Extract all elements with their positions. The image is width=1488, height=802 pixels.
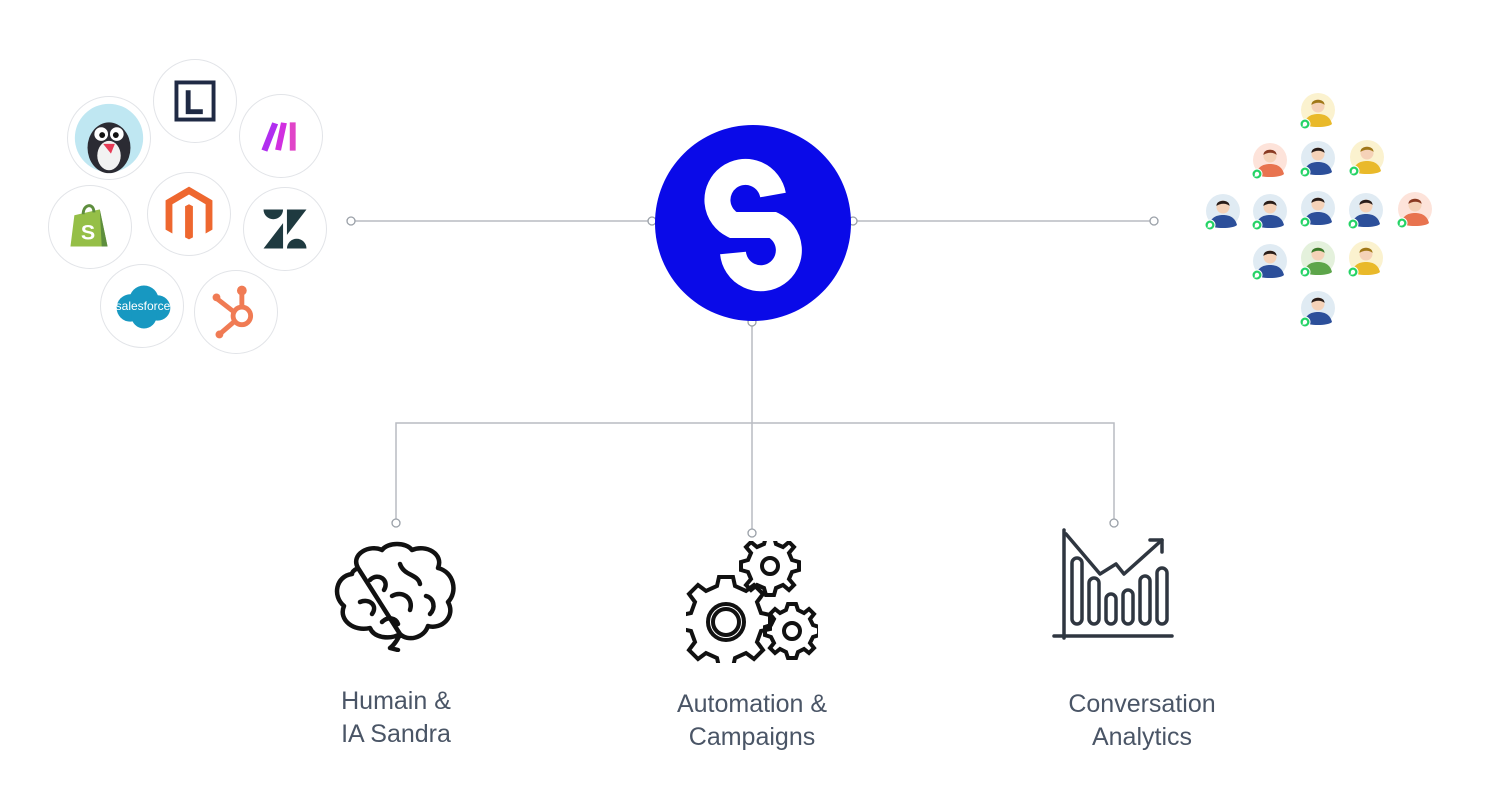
- contact-avatar: [1251, 193, 1289, 231]
- contact-avatar: [1348, 139, 1386, 177]
- hubspot-icon: [212, 285, 254, 339]
- gears-icon: [686, 541, 818, 663]
- integration-shopify: S: [48, 185, 132, 269]
- contact-avatar: [1251, 142, 1289, 180]
- shopify-icon: S: [70, 204, 108, 247]
- contact-avatar: [1299, 290, 1337, 328]
- integration-magento: [147, 172, 231, 256]
- whatsapp-contact-avatar-icon: [1299, 291, 1335, 328]
- contact-avatar: [1251, 243, 1289, 281]
- hub-logo: [655, 125, 851, 321]
- integration-make: [239, 94, 323, 178]
- feature-humain-ia: [330, 540, 464, 652]
- integration-prestashop: [67, 96, 151, 180]
- feature-analytics: [1052, 528, 1176, 640]
- contact-avatar: [1396, 191, 1434, 229]
- contact-avatar: [1204, 193, 1242, 231]
- contact-avatar: [1347, 192, 1385, 230]
- whatsapp-contact-avatar-icon: [1251, 244, 1287, 281]
- contact-avatar: [1347, 240, 1385, 278]
- feature-label-line: Analytics: [1091, 723, 1193, 751]
- brain-icon: [334, 541, 456, 652]
- contact-avatar: [1299, 190, 1337, 228]
- whatsapp-contact-avatar-icon: [1204, 194, 1240, 231]
- integration-zendesk: [243, 187, 327, 271]
- feature-label-line: Campaigns: [688, 723, 816, 751]
- whatsapp-contact-avatar-icon: [1251, 143, 1287, 180]
- l-logo-icon: [174, 80, 216, 122]
- whatsapp-contact-avatar-icon: [1251, 194, 1287, 231]
- integration-hubspot: [194, 270, 278, 354]
- whatsapp-contact-avatar-icon: [1299, 191, 1335, 228]
- make-icon: [261, 122, 296, 152]
- whatsapp-contact-avatar-icon: [1299, 241, 1335, 278]
- feature-label-line: Conversation: [1068, 690, 1216, 718]
- salesforce-label: salesforce: [115, 299, 171, 313]
- whatsapp-contact-avatar-icon: [1348, 140, 1384, 177]
- zendesk-icon: [263, 209, 307, 249]
- prestashop-icon: [74, 103, 144, 174]
- svg-text:S: S: [81, 221, 95, 245]
- analytics-chart-icon: [1052, 528, 1174, 640]
- contact-avatar: [1299, 92, 1337, 130]
- feature-automation: [686, 541, 818, 663]
- feature-label-humain-ia: Humain & IA Sandra: [276, 685, 516, 751]
- whatsapp-contact-avatar-icon: [1396, 192, 1432, 229]
- integration-salesforce: salesforce: [100, 264, 184, 348]
- whatsapp-contact-avatar-icon: [1299, 141, 1335, 178]
- integration-l-logo: [153, 59, 237, 143]
- feature-label-line: Automation &: [676, 690, 828, 718]
- contact-avatar: [1299, 240, 1337, 278]
- contact-avatar: [1299, 140, 1337, 178]
- magento-icon: [165, 186, 213, 240]
- whatsapp-contact-avatar-icon: [1299, 93, 1335, 130]
- feature-label-line: IA Sandra: [341, 720, 451, 748]
- feature-label-analytics: Conversation Analytics: [1022, 688, 1262, 754]
- s-chat-logo-icon: [704, 158, 802, 292]
- whatsapp-contact-avatar-icon: [1347, 241, 1383, 278]
- feature-label-line: Humain &: [341, 687, 451, 715]
- feature-label-automation: Automation & Campaigns: [632, 688, 872, 754]
- salesforce-icon: [116, 285, 171, 329]
- whatsapp-contact-avatar-icon: [1347, 193, 1383, 230]
